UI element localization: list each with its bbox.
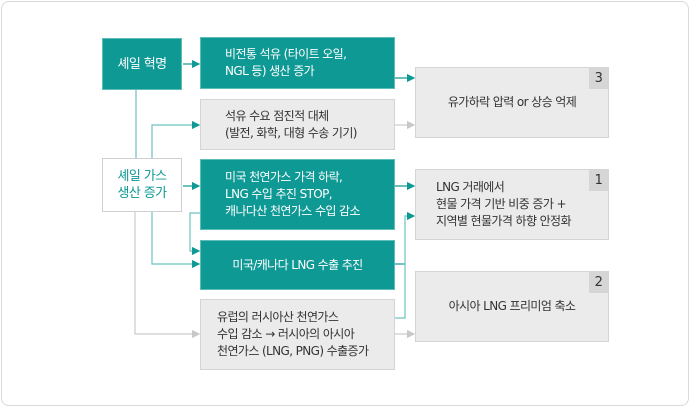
- outcome-3-number-badge: 3: [589, 68, 608, 89]
- lng-export-box: 미국/캐나다 LNG 수출 추진: [200, 240, 395, 290]
- russia-gas-box: 유럽의 러시아산 천연가스 수입 감소 → 러시아의 아시아 천연가스 (LNG…: [200, 299, 395, 370]
- outcome-3-box: 유가하락 압력 or 상승 억제 3: [415, 67, 609, 138]
- outcome-1-number-badge: 1: [589, 170, 608, 191]
- outcome-2-box: 아시아 LNG 프리미엄 축소 2: [415, 271, 609, 342]
- unconventional-oil-box: 비전통 석유 (타이트 오일, NGL 등) 생산 증가: [200, 37, 395, 89]
- arrow-price-to-export: [189, 212, 201, 256]
- shale-gas-box: 셰일 가스 생산 증가: [102, 158, 182, 212]
- shale-revolution-box: 셰일 혁명: [102, 38, 182, 90]
- us-gas-price-box: 미국 천연가스 가격 하락, LNG 수입 추진 STOP, 캐나다산 천연가스…: [200, 159, 395, 230]
- oil-substitution-box: 석유 수요 점진적 대체 (발전, 화학, 대형 수송 기기): [200, 99, 395, 150]
- arrow-gas-to-export: [151, 212, 201, 269]
- arrow-gas-to-substitution: [151, 120, 201, 158]
- arrow-gas-to-russia: [134, 212, 201, 339]
- outcome-2-text: 아시아 LNG 프리미엄 축소: [448, 299, 576, 313]
- outcome-2-number-badge: 2: [589, 272, 608, 293]
- outcome-3-text: 유가하락 압력 or 상승 억제: [447, 95, 577, 109]
- outcome-1-text: LNG 거래에서 현물 가격 기반 비중 증가 + 지역별 현물가격 하향 안정…: [436, 180, 572, 228]
- arrow-russia-to-outcome1: [395, 211, 416, 319]
- outcome-1-box: LNG 거래에서 현물 가격 기반 비중 증가 + 지역별 현물가격 하향 안정…: [415, 169, 609, 240]
